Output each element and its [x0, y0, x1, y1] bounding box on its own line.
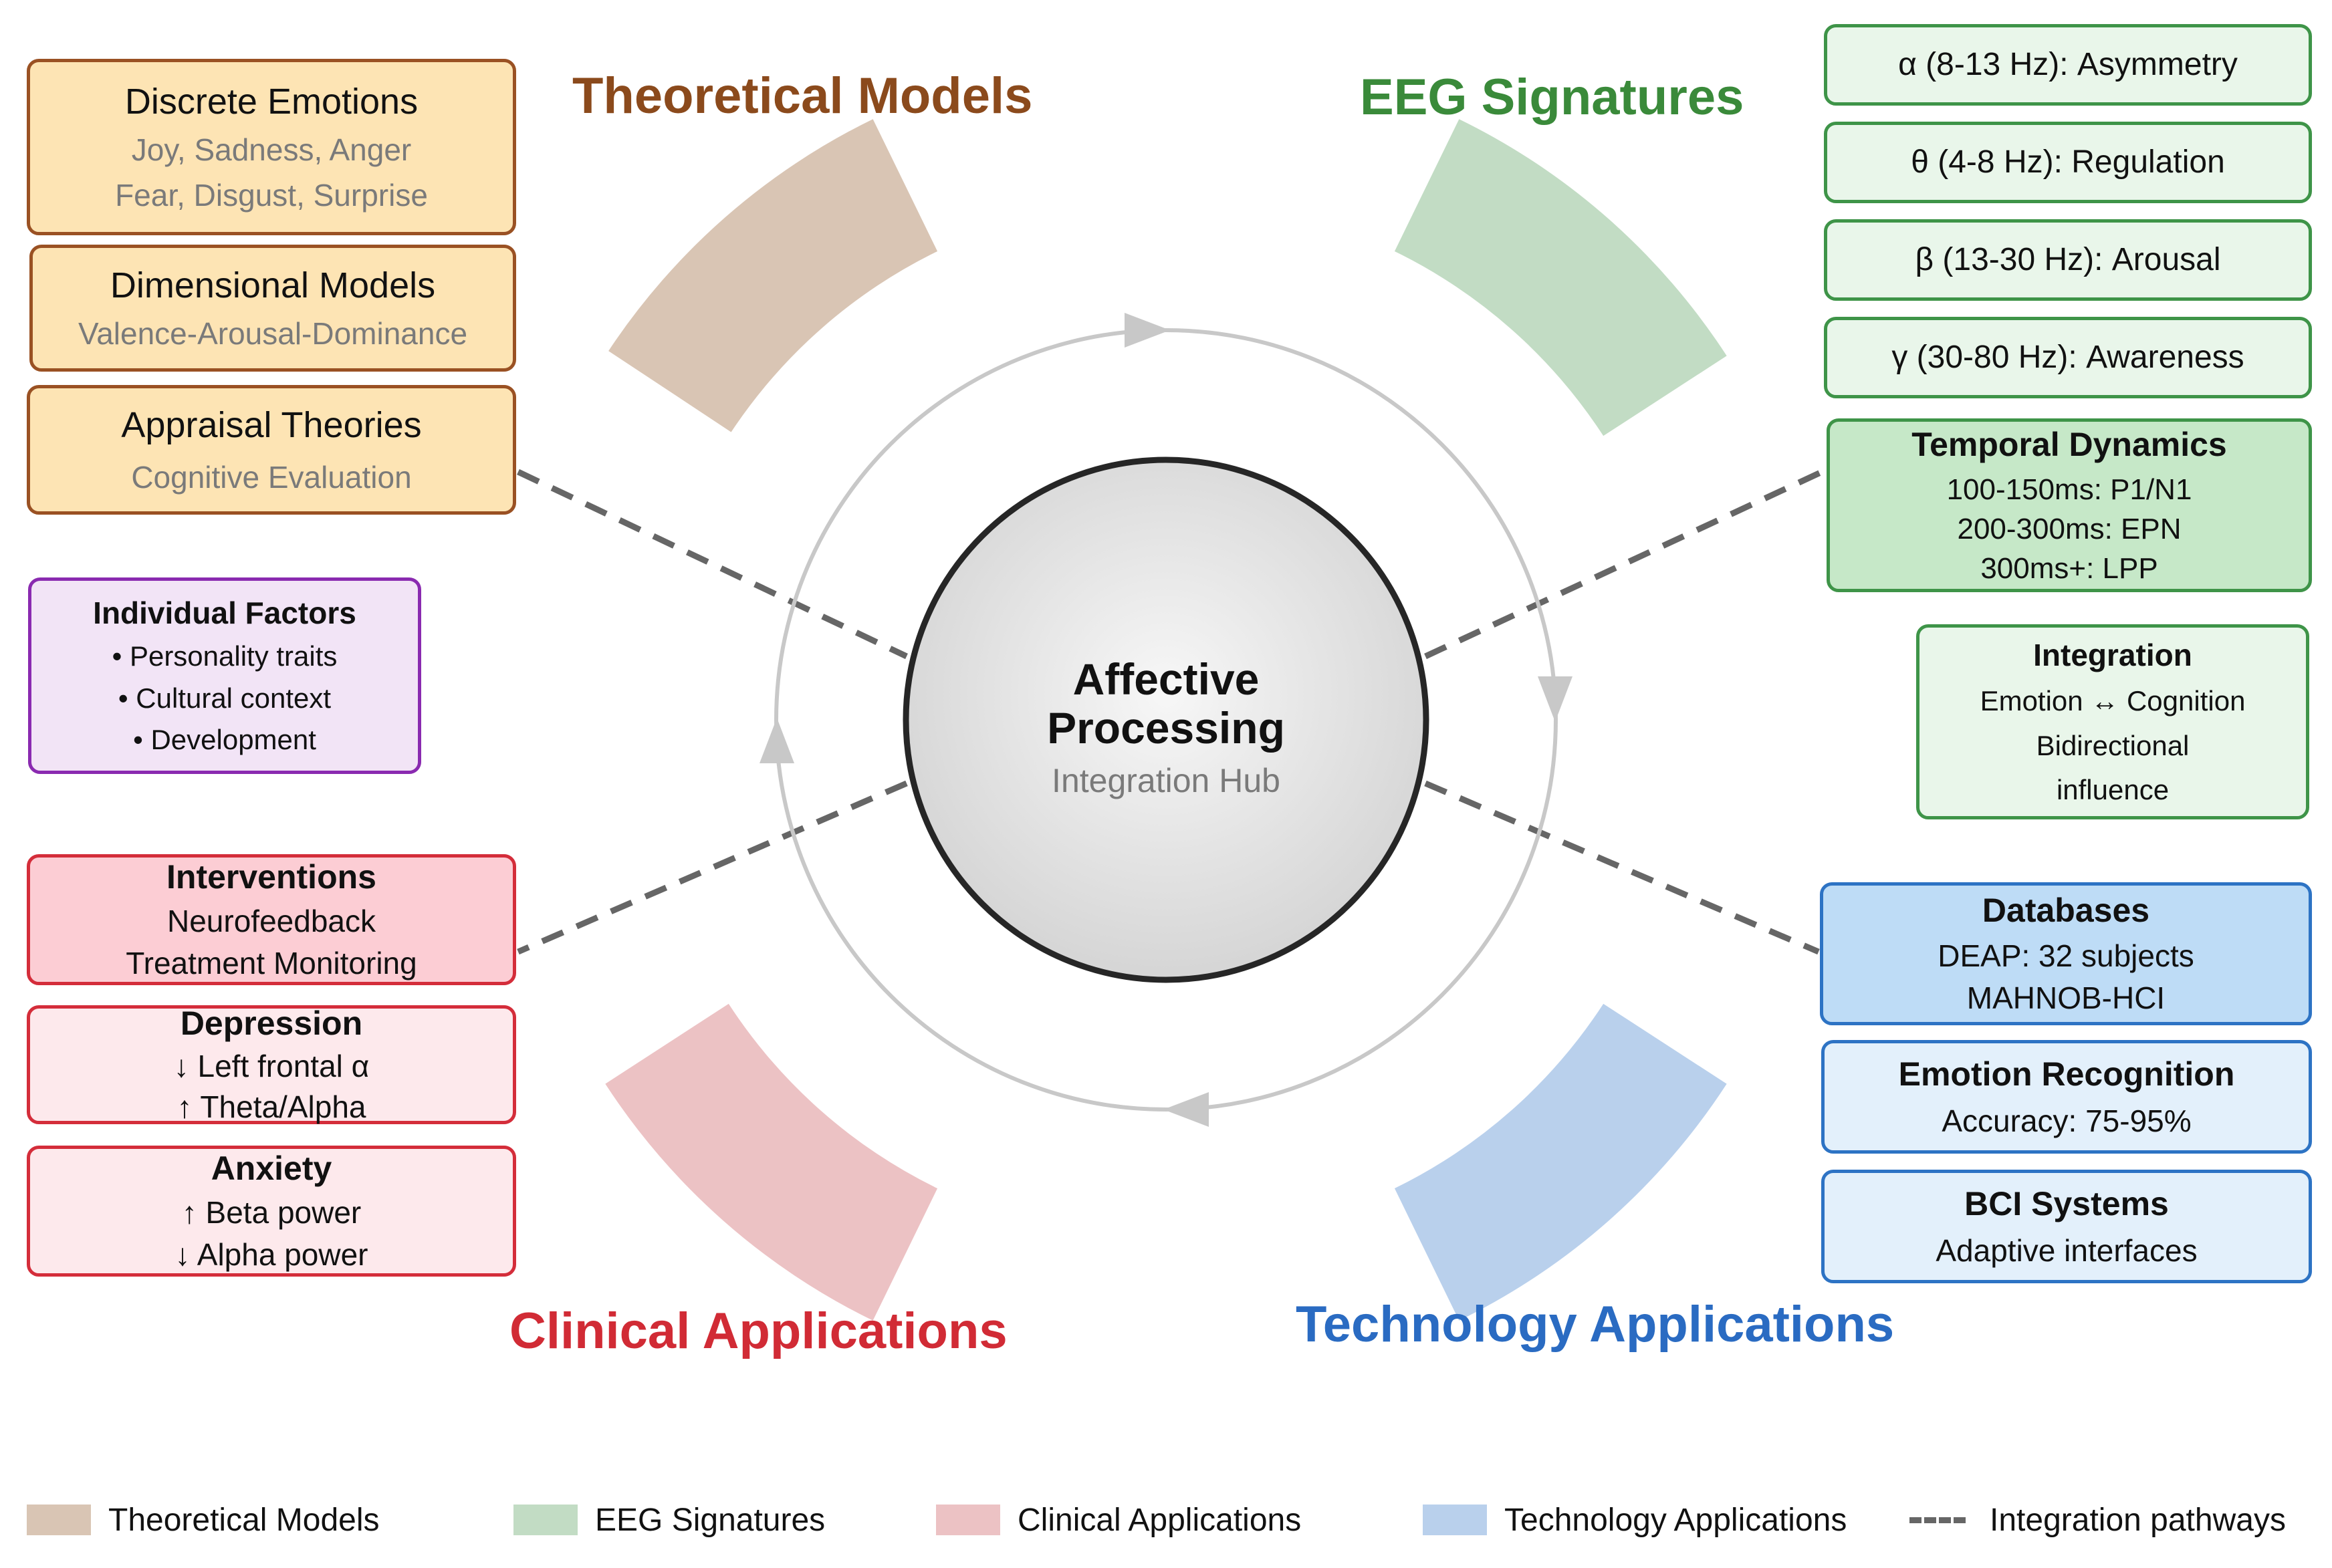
- pathway-theoretical: [517, 469, 908, 660]
- legend-swatch: [936, 1505, 1000, 1535]
- box-line: • Personality traits: [112, 640, 338, 672]
- legend-item-theoretical: Theoretical Models: [27, 1500, 380, 1540]
- box-dimensional-models: Dimensional Models Valence-Arousal-Domin…: [29, 245, 516, 372]
- box-anxiety: Anxiety ↑ Beta power ↓ Alpha power: [27, 1146, 516, 1277]
- arc-eeg: [1394, 119, 1727, 436]
- box-individual-factors: Individual Factors • Personality traits …: [28, 577, 421, 774]
- legend-label: Technology Applications: [1504, 1502, 1847, 1538]
- arc-technology: [1394, 1003, 1727, 1321]
- box-line: β (13-30 Hz): Arousal: [1915, 242, 2221, 277]
- box-line: Adaptive interfaces: [1936, 1232, 2198, 1268]
- box-line: ↓ Left frontal α: [173, 1048, 370, 1083]
- flow-arrow-bottom: [1163, 1092, 1209, 1127]
- section-theoretical-label: Theoretical Models: [572, 68, 1033, 124]
- legend-item-pathways: Integration pathways: [1909, 1500, 2286, 1540]
- box-line: 100-150ms: P1/N1: [1946, 473, 2192, 506]
- box-title: Interventions: [166, 858, 376, 896]
- box-title: Integration: [2033, 637, 2192, 672]
- box-title: Emotion Recognition: [1898, 1055, 2235, 1093]
- box-bci-systems: BCI Systems Adaptive interfaces: [1821, 1170, 2312, 1283]
- box-title: Appraisal Theories: [121, 404, 422, 445]
- box-line: Bidirectional: [2036, 729, 2190, 761]
- legend-dash: [1909, 1517, 1966, 1523]
- legend-item-technology: Technology Applications: [1423, 1500, 1847, 1540]
- legend-swatch: [1423, 1505, 1487, 1535]
- box-line: ↑ Beta power: [181, 1194, 362, 1230]
- box-line: • Development: [133, 724, 316, 755]
- legend-label: EEG Signatures: [595, 1502, 826, 1538]
- box-line: Treatment Monitoring: [126, 946, 417, 981]
- box-line: ↓ Alpha power: [174, 1237, 368, 1273]
- hub-circle: [903, 456, 1429, 983]
- legend-swatch: [27, 1505, 91, 1535]
- box-eeg-band-alpha: α (8-13 Hz): Asymmetry: [1824, 24, 2312, 106]
- box-line: MAHNOB-HCI: [1966, 981, 2166, 1016]
- box-discrete-emotions: Discrete Emotions Joy, Sadness, Anger Fe…: [27, 59, 516, 235]
- box-line: DEAP: 32 subjects: [1938, 938, 2194, 973]
- legend-label: Clinical Applications: [1018, 1502, 1302, 1538]
- box-title: Anxiety: [211, 1150, 332, 1188]
- section-clinical-label: Clinical Applications: [509, 1303, 1008, 1359]
- box-title: BCI Systems: [1964, 1185, 2169, 1222]
- box-integration: Integration Emotion ↔ Cognition Bidirect…: [1916, 624, 2309, 819]
- box-line: α (8-13 Hz): Asymmetry: [1898, 47, 2238, 82]
- box-appraisal-theories: Appraisal Theories Cognitive Evaluation: [27, 385, 516, 515]
- legend-item-clinical: Clinical Applications: [936, 1500, 1301, 1540]
- arc-clinical: [605, 1003, 938, 1321]
- box-interventions: Interventions Neurofeedback Treatment Mo…: [27, 854, 516, 985]
- legend-label: Integration pathways: [1990, 1502, 2286, 1538]
- box-line: Cognitive Evaluation: [131, 460, 412, 495]
- box-databases: Databases DEAP: 32 subjects MAHNOB-HCI: [1820, 882, 2312, 1025]
- box-title: Databases: [1982, 892, 2150, 930]
- box-title: Individual Factors: [93, 595, 356, 630]
- flow-arrow-left: [760, 718, 794, 763]
- box-eeg-band-gamma: γ (30-80 Hz): Awareness: [1824, 317, 2312, 398]
- box-line: 200-300ms: EPN: [1957, 512, 2182, 545]
- box-title: Temporal Dynamics: [1911, 426, 2227, 464]
- arc-theoretical: [608, 119, 938, 432]
- box-title: Depression: [180, 1005, 363, 1043]
- box-line: • Cultural context: [118, 682, 332, 714]
- box-title: Discrete Emotions: [124, 81, 419, 122]
- box-line: γ (30-80 Hz): Awareness: [1891, 340, 2244, 375]
- box-line: Fear, Disgust, Surprise: [115, 177, 428, 213]
- legend-swatch: [513, 1505, 578, 1535]
- box-line: Joy, Sadness, Anger: [131, 132, 412, 168]
- flow-arrow-right: [1538, 676, 1572, 722]
- box-eeg-band-beta: β (13-30 Hz): Arousal: [1824, 219, 2312, 301]
- box-line: influence: [2056, 774, 2170, 805]
- box-eeg-band-theta: θ (4-8 Hz): Regulation: [1824, 122, 2312, 203]
- section-technology-label: Technology Applications: [1296, 1296, 1895, 1353]
- box-line: θ (4-8 Hz): Regulation: [1911, 144, 2225, 180]
- box-title: Dimensional Models: [110, 265, 436, 305]
- hub-label: Affective Processing Integration Hub: [965, 655, 1367, 800]
- pathway-technology: [1424, 780, 1820, 955]
- pathway-clinical: [517, 780, 908, 955]
- section-eeg-label: EEG Signatures: [1360, 69, 1744, 126]
- hub-title-line2: Processing: [1047, 702, 1285, 753]
- hub-title-line1: Affective: [1072, 654, 1260, 704]
- flow-arrow-top: [1125, 313, 1170, 348]
- box-line: ↑ Theta/Alpha: [177, 1089, 366, 1125]
- hub-subtitle: Integration Hub: [1052, 762, 1280, 800]
- box-line: 300ms+: LPP: [1980, 551, 2158, 585]
- box-depression: Depression ↓ Left frontal α ↑ Theta/Alph…: [27, 1005, 516, 1124]
- box-line: Neurofeedback: [167, 903, 376, 938]
- box-temporal-dynamics: Temporal Dynamics 100-150ms: P1/N1 200-3…: [1827, 418, 2312, 592]
- legend-item-eeg: EEG Signatures: [513, 1500, 825, 1540]
- box-line: Emotion ↔ Cognition: [1980, 685, 2246, 716]
- box-line: Valence-Arousal-Dominance: [78, 316, 468, 351]
- box-line: Accuracy: 75-95%: [1942, 1103, 2192, 1138]
- legend-label: Theoretical Models: [108, 1502, 380, 1538]
- box-emotion-recognition: Emotion Recognition Accuracy: 75-95%: [1821, 1040, 2312, 1154]
